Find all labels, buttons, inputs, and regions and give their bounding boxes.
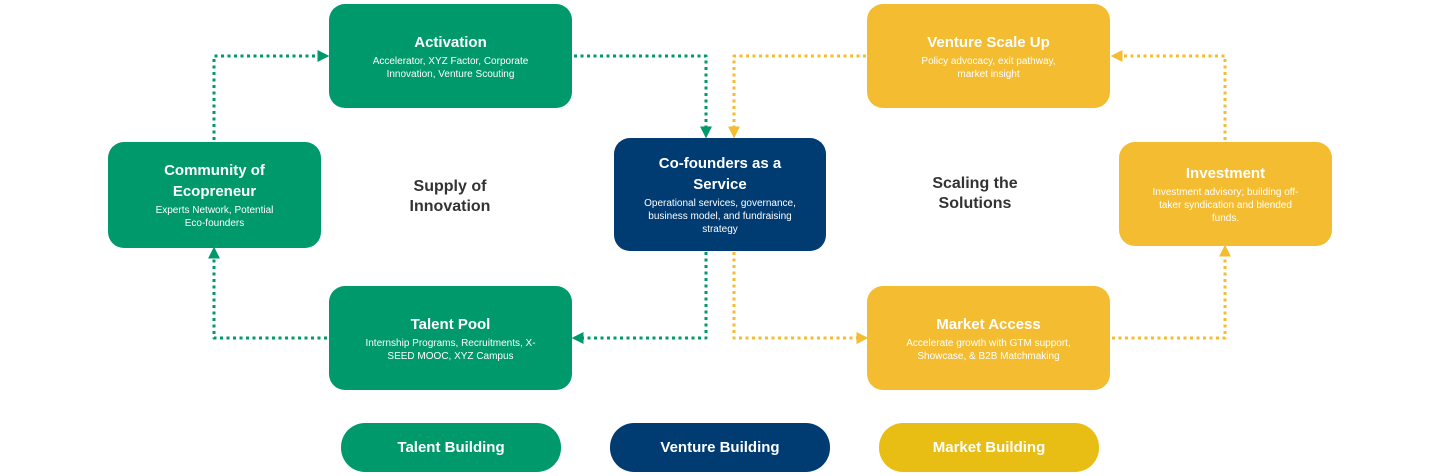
venture-scale-up-desc: Policy advocacy, exit pathway, market in… — [921, 55, 1056, 80]
cofounders-node: Co-founders as a Service Operational ser… — [614, 138, 826, 251]
activation-desc: Accelerator, XYZ Factor, Corporate Innov… — [372, 55, 529, 80]
community-node: Community of Ecopreneur Experts Network,… — [108, 142, 321, 248]
arrow-activation-to-cofounders — [574, 54, 712, 139]
investment-node: Investment Investment advisory; building… — [1119, 142, 1332, 246]
community-title: Community of Ecopreneur — [164, 162, 265, 200]
market-access-title: Market Access — [936, 315, 1041, 333]
venture-scale-up-title: Venture Scale Up — [927, 33, 1050, 51]
arrow-talentpool-to-community — [208, 246, 327, 340]
talent-pool-node: Talent Pool Internship Programs, Recruit… — [329, 286, 572, 390]
arrow-cofounders-to-marketaccess — [732, 252, 869, 344]
scaling-the-solutions-label: Scaling the Solutions — [932, 175, 1018, 212]
talent-pool-desc: Internship Programs, Recruitments, X-SEE… — [365, 337, 536, 362]
community-desc: Experts Network, Potential Eco-founders — [155, 205, 274, 229]
talent-building-pill: Talent Building — [341, 423, 561, 472]
arrow-cofounders-to-talentpool — [571, 252, 708, 344]
investment-desc: Investment advisory; building off-taker … — [1152, 187, 1299, 224]
venture-building-pill: Venture Building — [610, 423, 830, 472]
supply-of-innovation-label: Supply of Innovation — [409, 178, 491, 215]
investment-title: Investment — [1185, 165, 1266, 182]
venture-scale-up-node: Venture Scale Up Policy advocacy, exit p… — [867, 4, 1110, 108]
talent-pool-title: Talent Pool — [410, 315, 491, 333]
market-building-pill: Market Building — [879, 423, 1099, 472]
arrow-investment-to-scaleup — [1110, 50, 1227, 140]
arrow-community-to-activation — [212, 50, 330, 140]
arrow-scaleup-to-cofounders — [728, 54, 866, 139]
market-access-node: Market Access Accelerate growth with GTM… — [867, 286, 1110, 390]
cofounders-title: Co-founders as a Service — [658, 155, 782, 193]
activation-node: Activation Accelerator, XYZ Factor, Corp… — [329, 4, 572, 108]
market-access-desc: Accelerate growth with GTM support, Show… — [906, 337, 1071, 362]
cofounders-desc: Operational services, governance, busine… — [644, 198, 796, 235]
activation-title: Activation — [414, 33, 487, 51]
arrow-marketaccess-to-investment — [1112, 244, 1231, 340]
